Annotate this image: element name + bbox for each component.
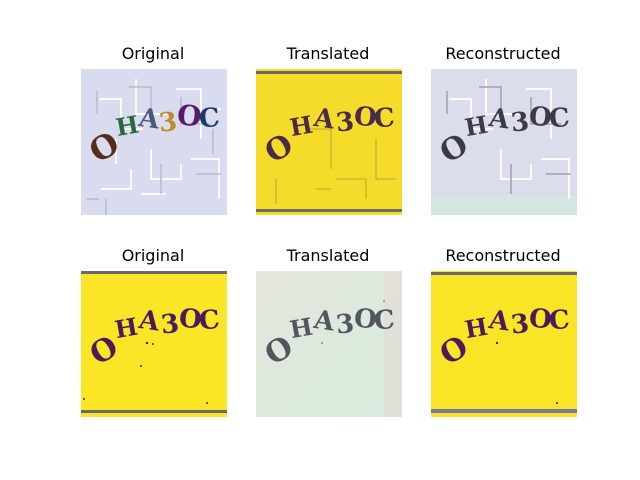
svg-text:C: C — [198, 305, 221, 337]
svg-text:3: 3 — [334, 107, 355, 139]
captcha-image-original-1: O H A 3 O C — [81, 69, 227, 215]
svg-text:O: O — [176, 98, 203, 133]
svg-text:O: O — [353, 102, 378, 134]
svg-text:A: A — [311, 305, 337, 338]
panel-title-reconstructed-1: Reconstructed — [445, 44, 561, 63]
svg-text:O: O — [528, 102, 553, 134]
svg-text:3: 3 — [159, 309, 180, 341]
svg-text:3: 3 — [509, 309, 530, 341]
svg-text:C: C — [548, 103, 571, 135]
captcha-image-original-2: O H A 3 O C — [81, 271, 227, 417]
captcha-image-translated-2: O H A 3 O C — [256, 271, 402, 417]
svg-text:C: C — [373, 103, 396, 135]
panel-title-translated-2: Translated — [286, 246, 370, 265]
captcha-image-reconstructed-2: O H A 3 O C — [431, 271, 577, 417]
panel-title-original-1: Original — [121, 44, 185, 63]
svg-text:C: C — [373, 305, 396, 337]
svg-text:A: A — [486, 305, 512, 338]
svg-text:H: H — [463, 110, 490, 142]
svg-text:A: A — [136, 305, 162, 338]
panel-title-reconstructed-2: Reconstructed — [445, 246, 561, 265]
svg-text:O: O — [353, 304, 378, 336]
panel-title-translated-1: Translated — [286, 44, 370, 63]
svg-text:O: O — [178, 304, 203, 336]
svg-text:H: H — [288, 312, 315, 344]
svg-text:C: C — [198, 103, 221, 135]
svg-text:3: 3 — [157, 107, 178, 139]
svg-text:H: H — [114, 110, 141, 142]
captcha-image-translated-1: O H A 3 O C — [256, 69, 402, 215]
svg-text:3: 3 — [334, 309, 355, 341]
svg-text:C: C — [548, 305, 571, 337]
svg-text:3: 3 — [509, 107, 530, 139]
svg-text:H: H — [288, 110, 315, 142]
svg-text:H: H — [463, 312, 490, 344]
svg-text:A: A — [486, 103, 512, 136]
captcha-image-reconstructed-1: O H A 3 O C — [431, 69, 577, 215]
svg-text:A: A — [311, 103, 337, 136]
panel-title-original-2: Original — [121, 246, 185, 265]
svg-text:O: O — [528, 304, 553, 336]
svg-text:H: H — [113, 312, 140, 344]
svg-text:A: A — [136, 103, 162, 136]
